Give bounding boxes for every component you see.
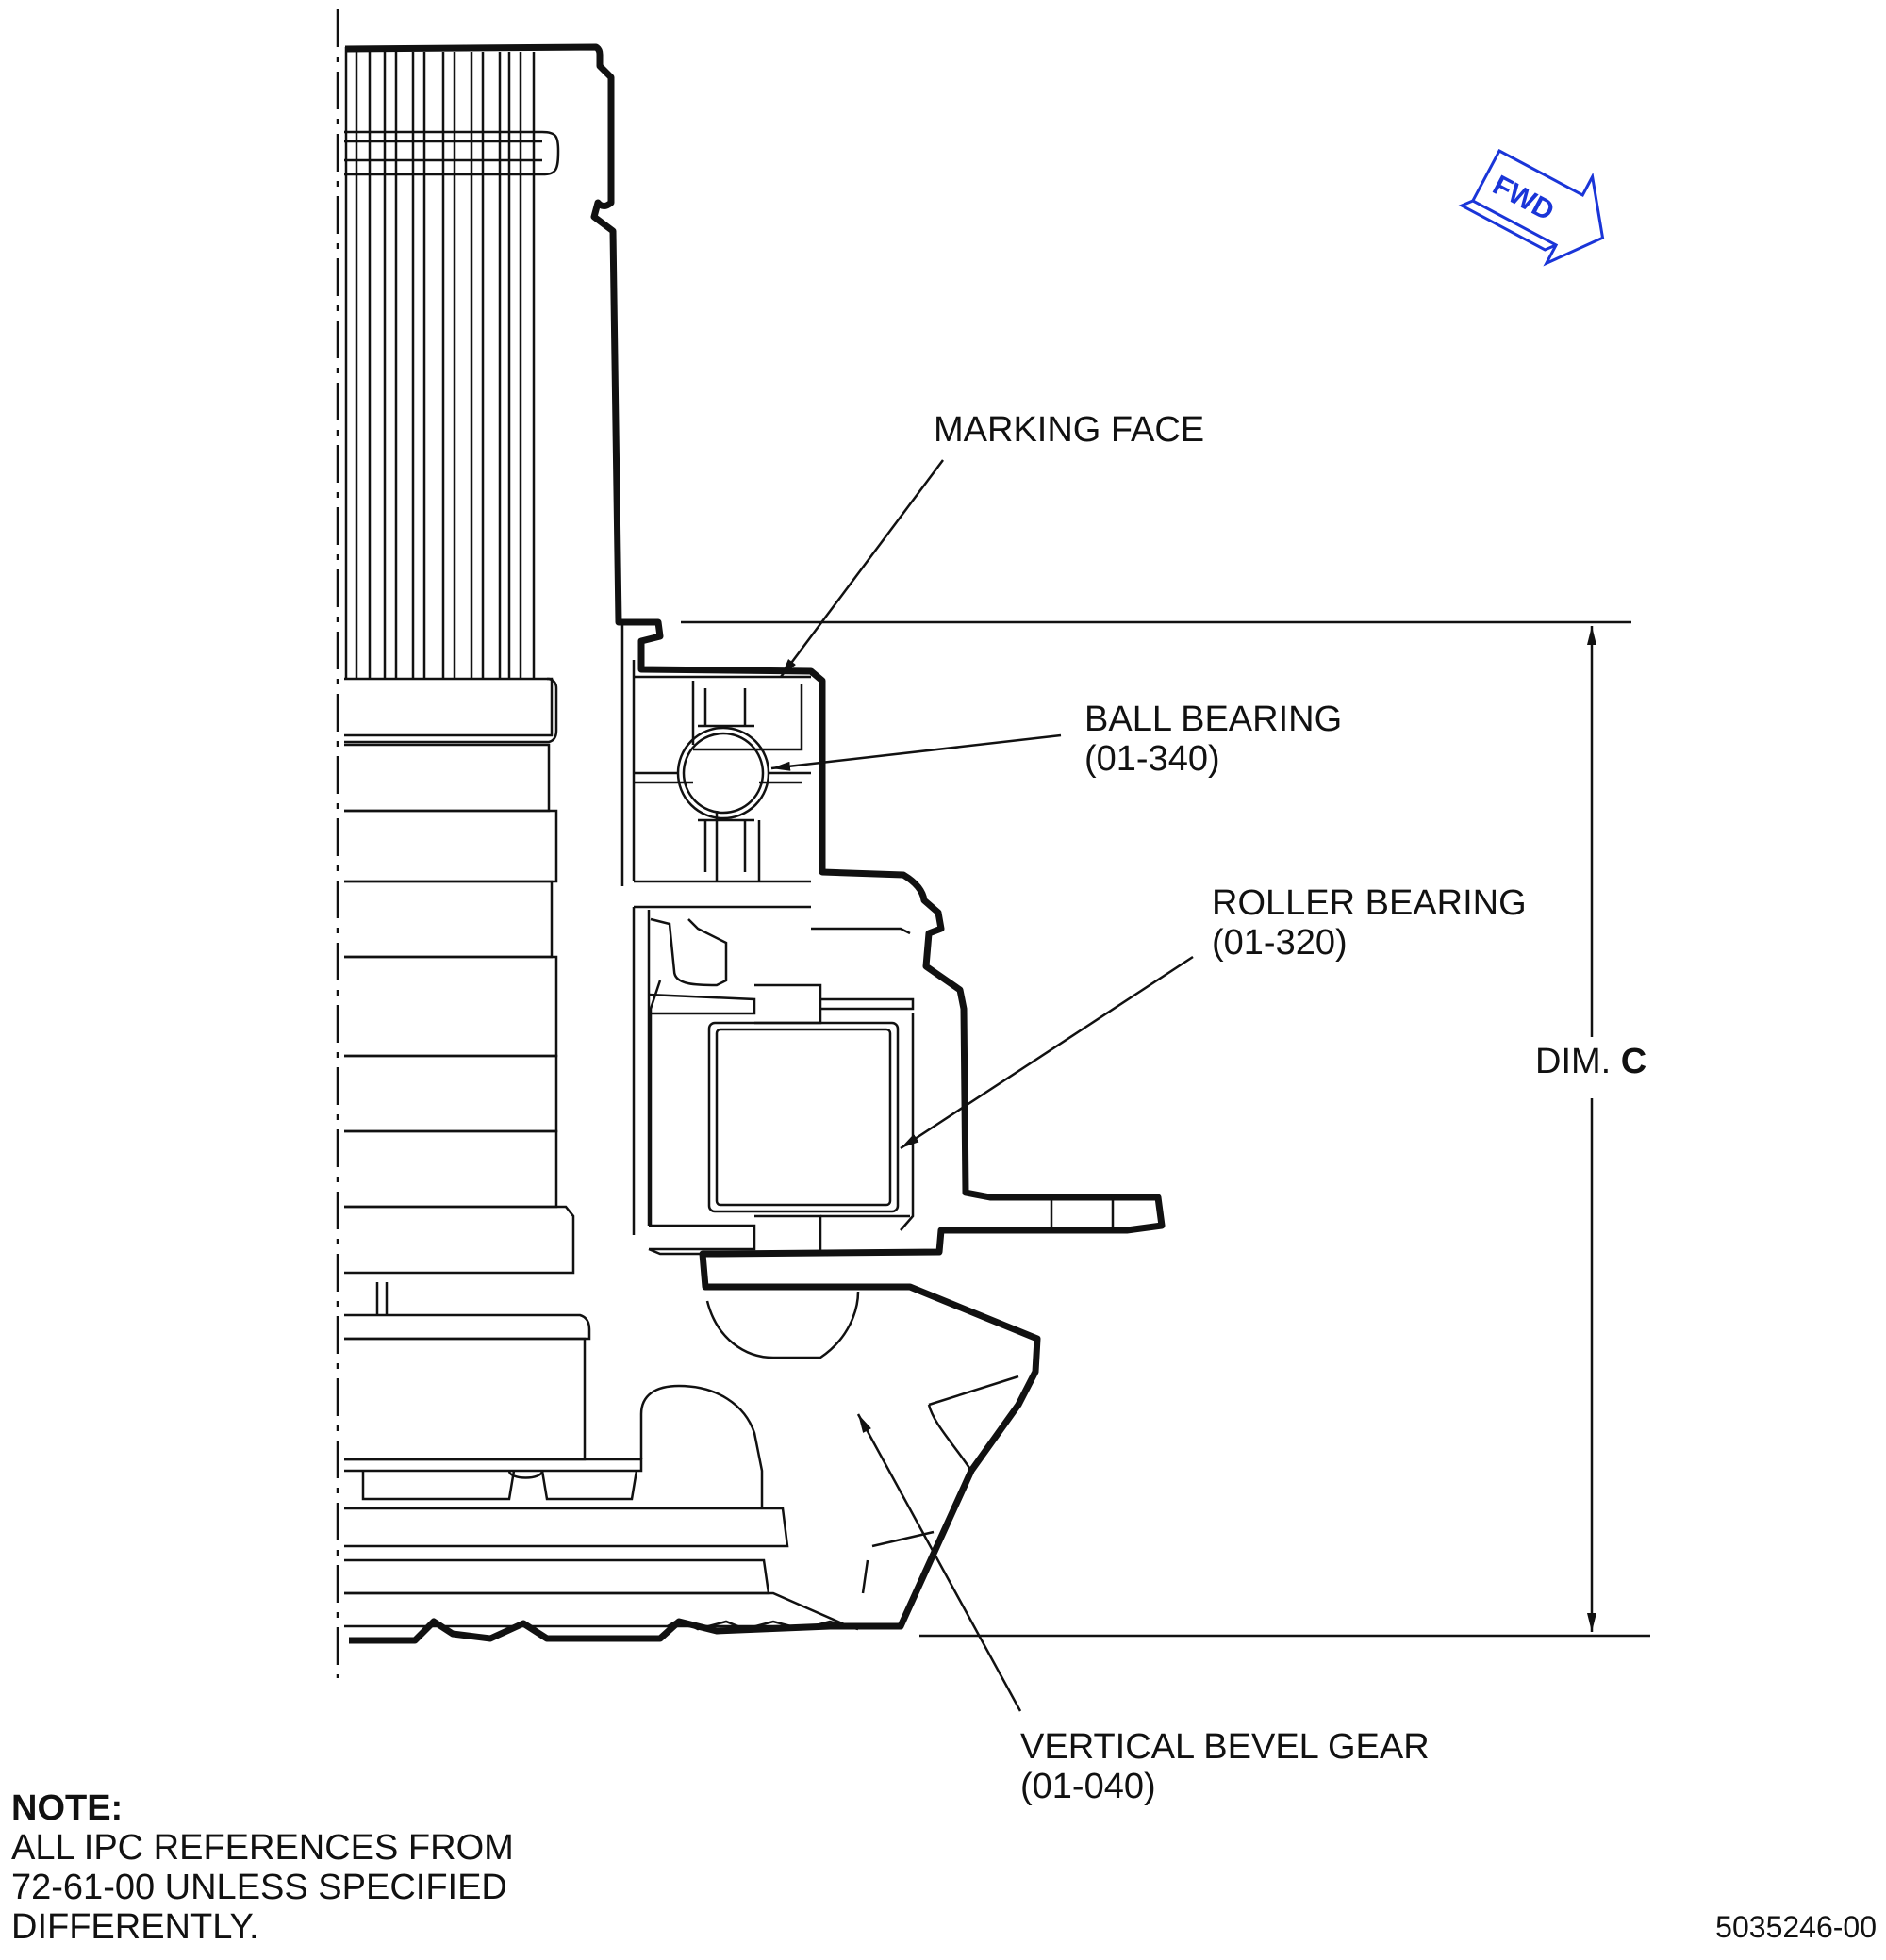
ball-bearing-name: BALL BEARING [1084, 700, 1343, 739]
leader-roller-bearing [900, 955, 1194, 1150]
fwd-arrow-icon: FWD [1458, 148, 1605, 267]
ball-bearing [634, 688, 811, 872]
roller-bearing-ref: (01-320) [1212, 923, 1348, 963]
label-marking-face: MARKING FACE [934, 410, 1205, 450]
flange-detail [1050, 1197, 1115, 1230]
figure-id: 5035246-00 [1715, 1910, 1877, 1944]
bevel-gear-ref: (01-040) [1020, 1767, 1156, 1806]
ball-bearing-ref: (01-340) [1084, 739, 1220, 779]
note-block: NOTE: ALL IPC REFERENCES FROM 72-61-00 U… [11, 1788, 514, 1947]
dim-prefix: DIM. [1535, 1042, 1612, 1081]
splined-shaft [344, 47, 560, 737]
note-line: 72-61-00 UNLESS SPECIFIED [11, 1868, 507, 1907]
bearing-housing [620, 622, 915, 1256]
note-title: NOTE: [11, 1788, 124, 1828]
label-roller-bearing: ROLLER BEARING (01-320) [1212, 883, 1527, 963]
shaft-body [344, 677, 850, 1628]
part-outline [344, 43, 1166, 1644]
leader-marking-face [779, 459, 945, 678]
label-ball-bearing: BALL BEARING (01-340) [1084, 700, 1342, 779]
leader-bevel-gear [856, 1413, 1022, 1712]
label-vertical-bevel-gear: VERTICAL BEVEL GEAR (01-040) [1020, 1727, 1430, 1806]
roller-bearing-name: ROLLER BEARING [1212, 883, 1527, 923]
bevel-gear-outline [639, 1291, 1019, 1631]
note-line: ALL IPC REFERENCES FROM [11, 1828, 514, 1868]
note-line: DIFFERENTLY. [11, 1907, 259, 1947]
bevel-gear-name: VERTICAL BEVEL GEAR [1020, 1727, 1430, 1767]
roller-bearing [707, 1021, 900, 1213]
label-dim-c: DIM. C [1535, 1042, 1646, 1081]
dim-letter: C [1620, 1042, 1647, 1081]
leader-ball-bearing [770, 733, 1062, 771]
